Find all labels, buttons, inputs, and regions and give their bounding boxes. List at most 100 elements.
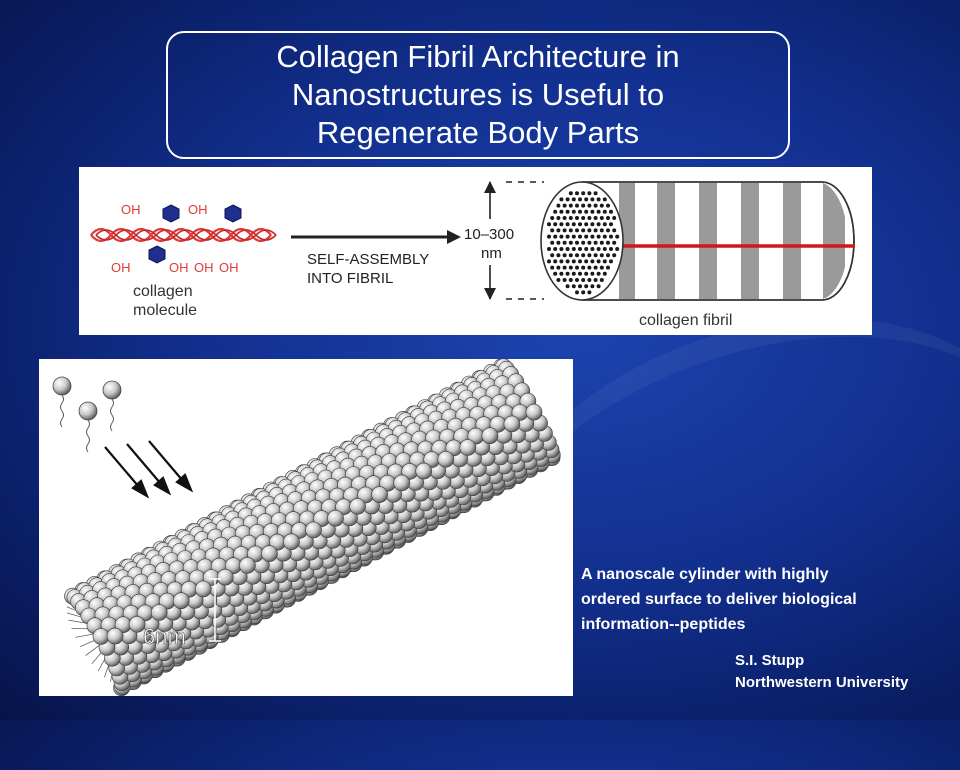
fibril-dot: [569, 191, 573, 195]
description-caption: A nanoscale cylinder with highly ordered…: [581, 562, 957, 637]
fibril-dot: [590, 235, 594, 239]
fibril-dot: [547, 235, 551, 239]
fibril-dot: [572, 235, 576, 239]
fibril-dot: [578, 247, 582, 251]
tube-sphere: [107, 628, 123, 644]
fibril-dot: [590, 197, 594, 201]
tube-sphere: [460, 440, 476, 456]
fibril-dot: [612, 241, 616, 245]
fibril-dot: [572, 247, 576, 251]
fibril-dot: [600, 266, 604, 270]
oh-label-bottom-2: OH: [169, 260, 189, 275]
hexagon-sugar-2: [225, 205, 241, 222]
amphiphile-tail-1: [61, 395, 64, 427]
fibril-dot: [553, 210, 557, 214]
fibril-dot: [603, 197, 607, 201]
fibril-dot: [575, 241, 579, 245]
fibril-dot: [597, 247, 601, 251]
fibril-dot: [566, 197, 570, 201]
fibril-dot: [594, 228, 598, 232]
fibril-dot: [603, 247, 607, 251]
fibril-dot: [556, 216, 560, 220]
tube-sphere: [195, 581, 211, 597]
tube-sphere: [482, 428, 498, 444]
credit-institution: Northwestern University: [735, 672, 908, 694]
fibril-dot: [581, 278, 585, 282]
fibril-dot: [569, 253, 573, 257]
fibril-dot: [615, 247, 619, 251]
fibril-dot: [575, 228, 579, 232]
author-credit: S.I. Stupp Northwestern University: [735, 650, 908, 694]
fibril-dot: [603, 210, 607, 214]
fibril-dot: [556, 228, 560, 232]
fibril-dot: [597, 222, 601, 226]
tube-sphere: [151, 605, 167, 621]
fibril-dot: [563, 216, 567, 220]
self-assembly-arrow: [291, 230, 461, 244]
fibril-dot: [587, 278, 591, 282]
fibril-dot: [594, 266, 598, 270]
amphiphile-head-2: [103, 381, 121, 399]
slide-title: Collagen Fibril Architecture in Nanostru…: [276, 38, 679, 152]
fibril-dot: [581, 266, 585, 270]
fibril-dot: [600, 241, 604, 245]
fibril-dot: [553, 247, 557, 251]
amphiphile-head-1: [53, 377, 71, 395]
caption-line-2: ordered surface to deliver biological: [581, 591, 857, 608]
fibril-dot: [547, 222, 551, 226]
fibril-dot: [609, 247, 613, 251]
fibril-dot: [559, 222, 563, 226]
fibril-dot: [612, 216, 616, 220]
fibril-dot: [553, 259, 557, 263]
fibril-dot: [594, 253, 598, 257]
free-amphiphiles: [53, 377, 121, 452]
fibril-dot: [612, 253, 616, 257]
fibril-dot: [575, 216, 579, 220]
fibril-dot: [563, 241, 567, 245]
tube-sphere: [217, 569, 233, 585]
fibril-dot: [575, 266, 579, 270]
fibril-dot: [563, 266, 567, 270]
fibril-dot: [600, 278, 604, 282]
fibril-dot: [569, 204, 573, 208]
title-line-2: Nanostructures is Useful to: [292, 77, 664, 112]
fibril-dot: [581, 204, 585, 208]
fibril-dot: [553, 272, 557, 276]
fibril-dot: [559, 210, 563, 214]
size-arrow-up: [484, 181, 496, 193]
fibril-dot: [581, 216, 585, 220]
nanofiber-tube: [65, 359, 561, 696]
fibril-dot: [556, 266, 560, 270]
fibril-dot: [572, 259, 576, 263]
collagen-diagram-svg: OH OH OH OH OH OH collagen molecule SELF…: [79, 167, 872, 335]
tube-sphere: [328, 510, 344, 526]
fibril-dot: [581, 241, 585, 245]
fibril-dot: [550, 216, 554, 220]
collagen-fibril-diagram: OH OH OH OH OH OH collagen molecule SELF…: [79, 167, 872, 335]
tube-sphere: [93, 629, 109, 645]
fibril-dot: [612, 228, 616, 232]
fibril-dot: [600, 204, 604, 208]
fibril-dot: [587, 290, 591, 294]
title-box: Collagen Fibril Architecture in Nanostru…: [166, 31, 790, 159]
fibril-dot: [566, 222, 570, 226]
fibril-dot: [559, 235, 563, 239]
fibril-dot: [569, 241, 573, 245]
fibril-dot: [594, 191, 598, 195]
amphiphile-tail-2: [111, 399, 114, 431]
fibril-dot: [597, 259, 601, 263]
amphiphile-tail-3: [87, 420, 90, 452]
fibril-dot: [581, 253, 585, 257]
fibril-dot: [550, 241, 554, 245]
fibril-dot: [594, 204, 598, 208]
fibril-dot: [584, 247, 588, 251]
amphiphile-head-3: [79, 402, 97, 420]
fibril-dot: [590, 284, 594, 288]
caption-line-1: A nanoscale cylinder with highly: [581, 566, 828, 583]
fibril-dot: [572, 210, 576, 214]
title-line-3: Regenerate Body Parts: [317, 115, 639, 150]
oh-label-top-2: OH: [188, 202, 208, 217]
nanocylinder-illustration: 6nm: [39, 359, 573, 696]
fibril-dot: [563, 228, 567, 232]
fibril-dot: [575, 253, 579, 257]
